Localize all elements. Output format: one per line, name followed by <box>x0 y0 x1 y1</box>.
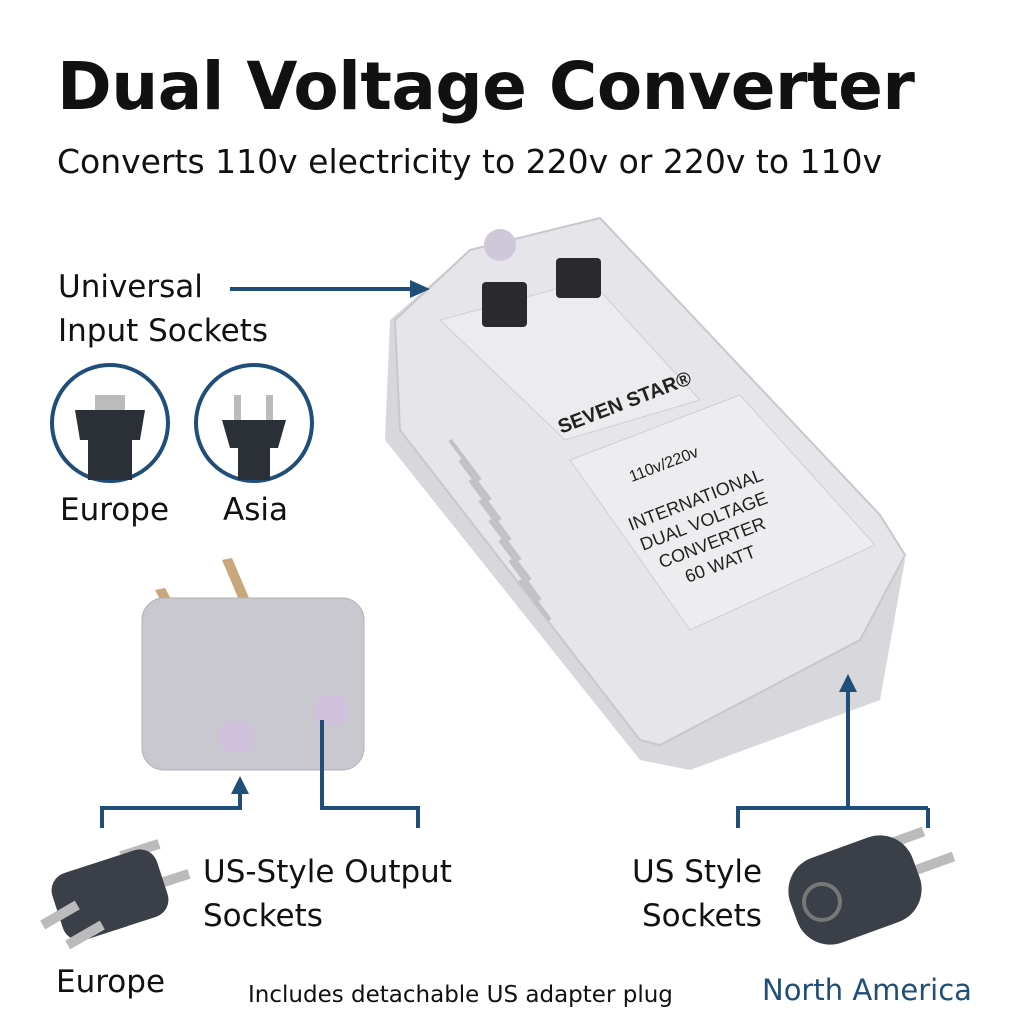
asia-plug-icon <box>194 363 314 483</box>
page-subtitle: Converts 110v electricity to 220v or 220… <box>57 142 883 181</box>
label-line: US Style <box>632 854 763 890</box>
europe-plug-label: Europe <box>60 492 170 528</box>
footnote: Includes detachable US adapter plug <box>248 982 673 1008</box>
arrow-to-us-sockets-icon <box>839 674 857 692</box>
converter-device <box>385 216 907 770</box>
us-output-label: US-Style Output Sockets <box>203 850 452 938</box>
arrow-to-output-icon <box>231 776 249 794</box>
arrow-to-input-icon <box>410 280 430 298</box>
page-title: Dual Voltage Converter <box>57 48 915 125</box>
label-line: Sockets <box>203 898 323 934</box>
north-america-adapter-plug <box>788 826 956 945</box>
europe-adapter-plug <box>40 839 191 950</box>
input-socket-left <box>482 282 527 327</box>
input-sockets-label: Universal Input Sockets <box>58 265 268 353</box>
us-sockets-label: US Style Sockets <box>632 850 762 938</box>
input-socket-right <box>556 258 601 298</box>
north-america-label: North America <box>762 973 972 1007</box>
label-line: Sockets <box>642 898 762 934</box>
label-line: US-Style Output <box>203 854 452 890</box>
label-line: Universal <box>58 269 203 305</box>
label-line: Input Sockets <box>58 313 269 349</box>
callout-lines <box>100 287 930 828</box>
asia-plug-label: Asia <box>223 492 288 528</box>
europe-adapter-label: Europe <box>56 964 166 1000</box>
europe-plug-icon <box>50 363 170 483</box>
us-adapter-plug <box>141 558 365 771</box>
